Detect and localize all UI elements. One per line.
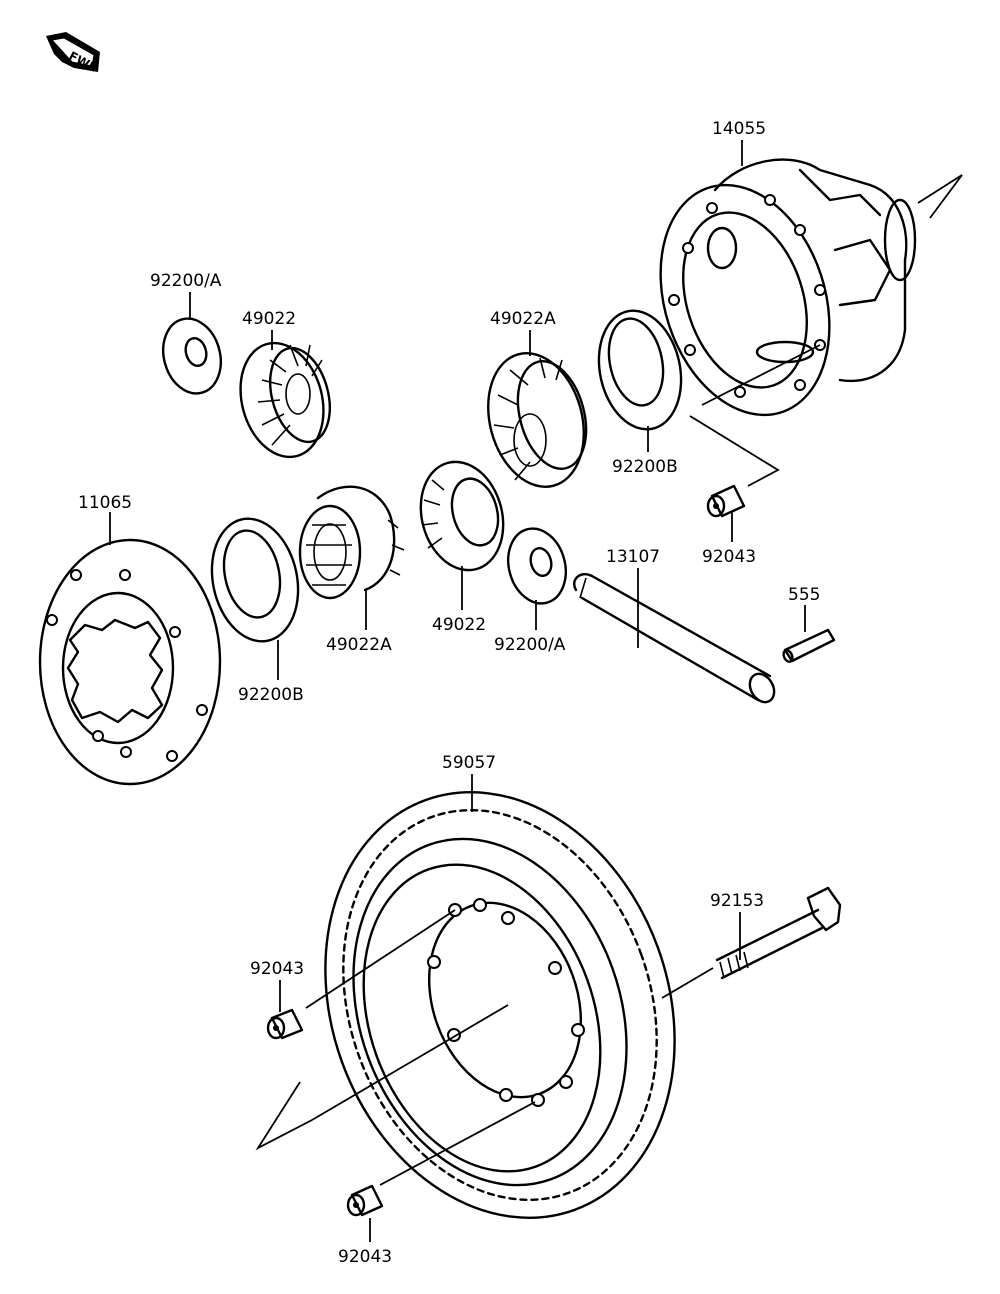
- thrust-washer-upper: [162, 317, 222, 395]
- differential-case: [659, 158, 963, 417]
- dowel-pin-ring-lower: [346, 1184, 384, 1217]
- part-label-92043-upper: 92043: [250, 959, 304, 979]
- thrust-washer-lower: [507, 527, 567, 605]
- part-label-92200b-left: 92200B: [238, 685, 304, 705]
- ring-gear: [255, 791, 714, 1219]
- part-label-49022a-upper: 49022A: [490, 309, 556, 329]
- lock-pin: [782, 628, 836, 663]
- leader-lines: [109, 140, 806, 1242]
- part-label-92200b-right: 92200B: [612, 457, 678, 477]
- spacer-washer-left: [210, 517, 300, 643]
- part-label-11065: 11065: [78, 493, 132, 513]
- part-label-13107: 13107: [606, 547, 660, 567]
- fwd-arrow: FWD: [46, 32, 101, 76]
- dowel-pin-ring-upper: [266, 1008, 304, 1040]
- part-label-92153: 92153: [710, 891, 764, 911]
- part-label-92200a-upper: 92200/A: [150, 271, 222, 291]
- ring-gear-bolt: [715, 886, 842, 980]
- part-label-49022-upper: 49022: [242, 309, 296, 329]
- side-gear-lower: [298, 485, 405, 600]
- part-label-92200a-lower: 92200/A: [494, 635, 566, 655]
- pinion-gear-lower: [419, 460, 505, 572]
- part-label-49022-lower: 49022: [432, 615, 486, 635]
- pinion-gear-upper: [239, 341, 331, 459]
- part-label-14055: 14055: [712, 119, 766, 139]
- side-gear-upper: [487, 352, 588, 488]
- part-label-59057: 59057: [442, 753, 496, 773]
- dowel-pin-case: [689, 344, 821, 518]
- part-label-555: 555: [788, 585, 820, 605]
- part-label-92043-lower: 92043: [338, 1247, 392, 1267]
- differential-cover: [38, 538, 222, 786]
- part-label-49022a-lower: 49022A: [326, 635, 392, 655]
- part-label-92043-case: 92043: [702, 547, 756, 567]
- spacer-washer-right: [597, 309, 683, 431]
- pinion-shaft: [573, 573, 776, 704]
- part-labels: 14055 92200/A 49022 49022A 92200B 11065 …: [78, 119, 820, 1267]
